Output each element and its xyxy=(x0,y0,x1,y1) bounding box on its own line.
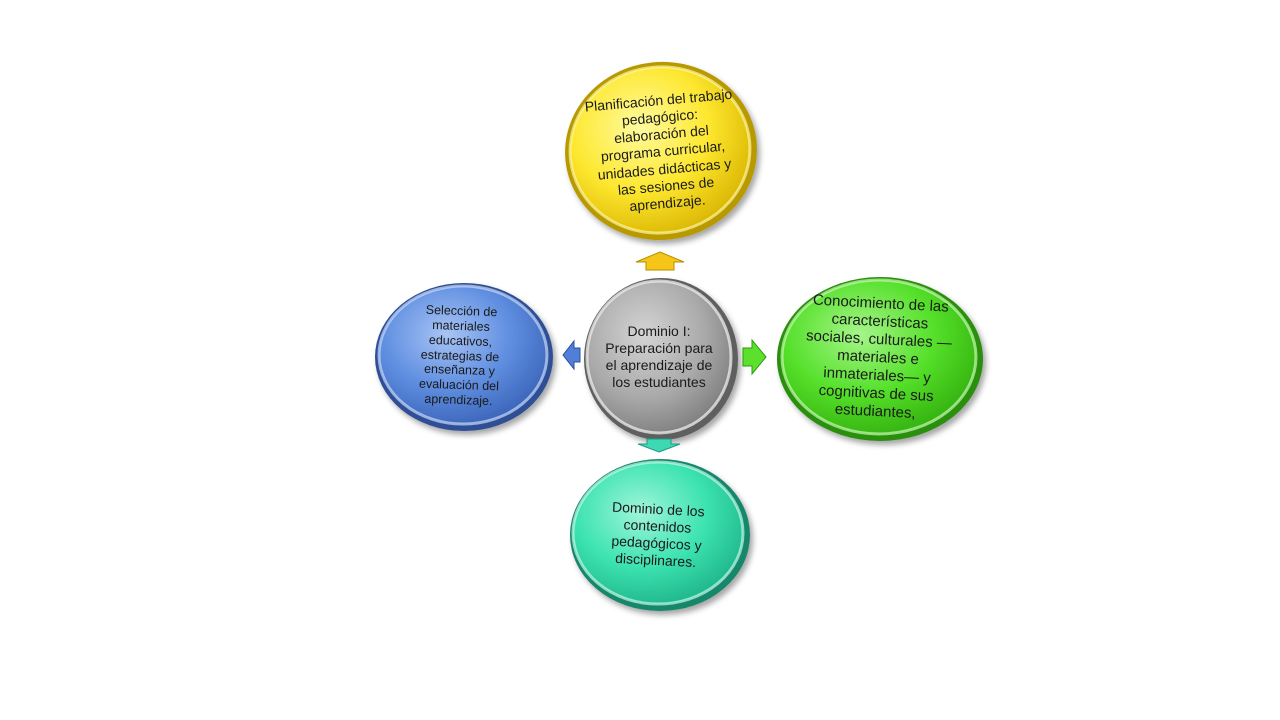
right-node xyxy=(777,277,983,441)
arrow-up xyxy=(635,251,685,271)
bottom-node-text: Dominio de los contenidos pedagógicos y … xyxy=(611,498,706,571)
arrow-down xyxy=(637,438,681,453)
top-node-text: Planificación del trabajo pedagógico: el… xyxy=(584,86,733,214)
right-node-text: Conocimiento de las características soci… xyxy=(805,291,953,423)
top-node xyxy=(565,61,757,241)
bottom-node xyxy=(570,459,750,611)
center-node-text: Dominio I: Preparación para el aprendiza… xyxy=(605,322,713,391)
left-node xyxy=(375,283,553,431)
center-node xyxy=(584,278,738,440)
arrow-left xyxy=(562,339,581,371)
arrow-right xyxy=(742,338,767,376)
left-node-text: Selección de materiales educativos, estr… xyxy=(418,303,500,409)
